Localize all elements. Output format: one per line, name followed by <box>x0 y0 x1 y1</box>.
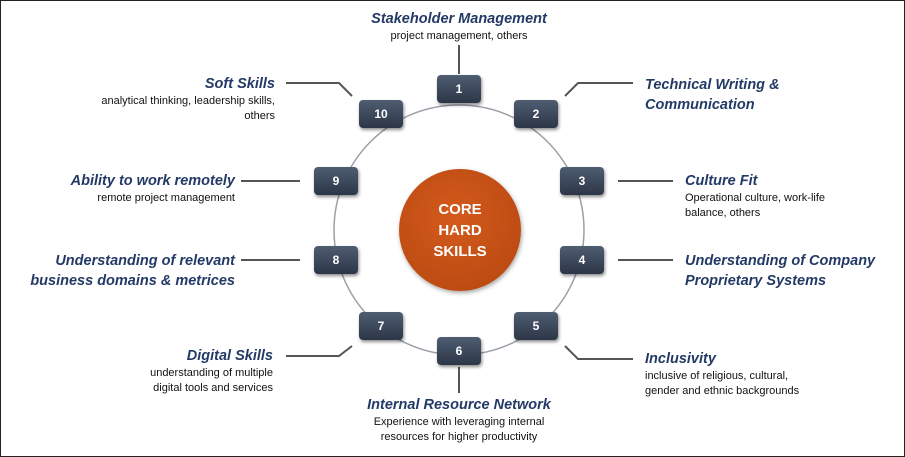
connector-10 <box>286 82 353 97</box>
label-7-desc-line-2: digital tools and services <box>153 382 273 394</box>
label-5-desc-line-2: gender and ethnic backgrounds <box>645 385 800 397</box>
label-3-title: Culture Fit <box>685 173 758 189</box>
node-5: 5 <box>514 312 558 340</box>
label-9-desc-line-1: remote project management <box>97 192 235 204</box>
node-6: 6 <box>437 337 481 365</box>
connector-7 <box>286 345 353 357</box>
label-1-title: Stakeholder Management <box>371 11 547 27</box>
label-3-desc-line-2: balance, others <box>685 207 761 219</box>
node-2: 2 <box>514 100 558 128</box>
core-line-1: CORE <box>438 200 482 218</box>
core-hard-skills-circle: CORE HARD SKILLS <box>399 169 521 291</box>
node-1: 1 <box>437 75 481 103</box>
label-1-desc-line-1: project management, others <box>390 30 528 42</box>
label-5-desc-line-1: inclusive of religious, cultural, <box>645 370 789 382</box>
node-8: 8 <box>314 246 358 274</box>
label-10-desc-line-1: analytical thinking, leadership skills, <box>101 95 275 107</box>
label-7-title: Digital Skills <box>186 348 273 364</box>
label-10: Soft Skills analytical thinking, leaders… <box>41 74 275 124</box>
label-3-desc-line-1: Operational culture, work-life <box>685 192 826 204</box>
label-5: Inclusivity inclusive of religious, cult… <box>645 349 895 399</box>
label-5-title: Inclusivity <box>645 351 716 367</box>
label-2-title-line-2: Communication <box>645 97 755 113</box>
label-9: Ability to work remotely remote project … <box>9 171 235 206</box>
label-10-desc-line-2: others <box>244 110 275 122</box>
label-8: Understanding of relevant business domai… <box>9 251 235 291</box>
label-10-title: Soft Skills <box>204 76 275 92</box>
label-6-desc-line-1: Experience with leveraging internal <box>373 416 545 428</box>
node-3: 3 <box>560 167 604 195</box>
label-3: Culture Fit Operational culture, work-li… <box>685 171 895 221</box>
label-2: Technical Writing & Communication <box>645 75 895 115</box>
label-8-title-line-2: business domains & metrices <box>30 273 235 289</box>
label-7: Digital Skills understanding of multiple… <box>41 346 273 396</box>
label-4: Understanding of Company Proprietary Sys… <box>685 251 900 291</box>
label-2-title-line-1: Technical Writing & <box>645 77 780 93</box>
label-6-desc-line-2: resources for higher productivity <box>380 431 538 443</box>
label-7-desc-line-1: understanding of multiple <box>150 367 273 379</box>
node-9: 9 <box>314 167 358 195</box>
connector-2 <box>564 82 633 97</box>
label-4-title-line-2: Proprietary Systems <box>685 273 827 289</box>
connector-5 <box>564 345 633 360</box>
node-7: 7 <box>359 312 403 340</box>
label-4-title-line-1: Understanding of Company <box>685 253 876 269</box>
label-6: Internal Resource Network Experience wit… <box>319 395 599 445</box>
label-1: Stakeholder Management project managemen… <box>329 9 589 44</box>
node-4: 4 <box>560 246 604 274</box>
core-line-2: HARD <box>438 221 482 239</box>
node-10: 10 <box>359 100 403 128</box>
label-8-title-line-1: Understanding of relevant <box>55 253 235 269</box>
label-9-title: Ability to work remotely <box>70 173 235 189</box>
label-6-title: Internal Resource Network <box>367 397 551 413</box>
core-line-3: SKILLS <box>433 242 487 260</box>
